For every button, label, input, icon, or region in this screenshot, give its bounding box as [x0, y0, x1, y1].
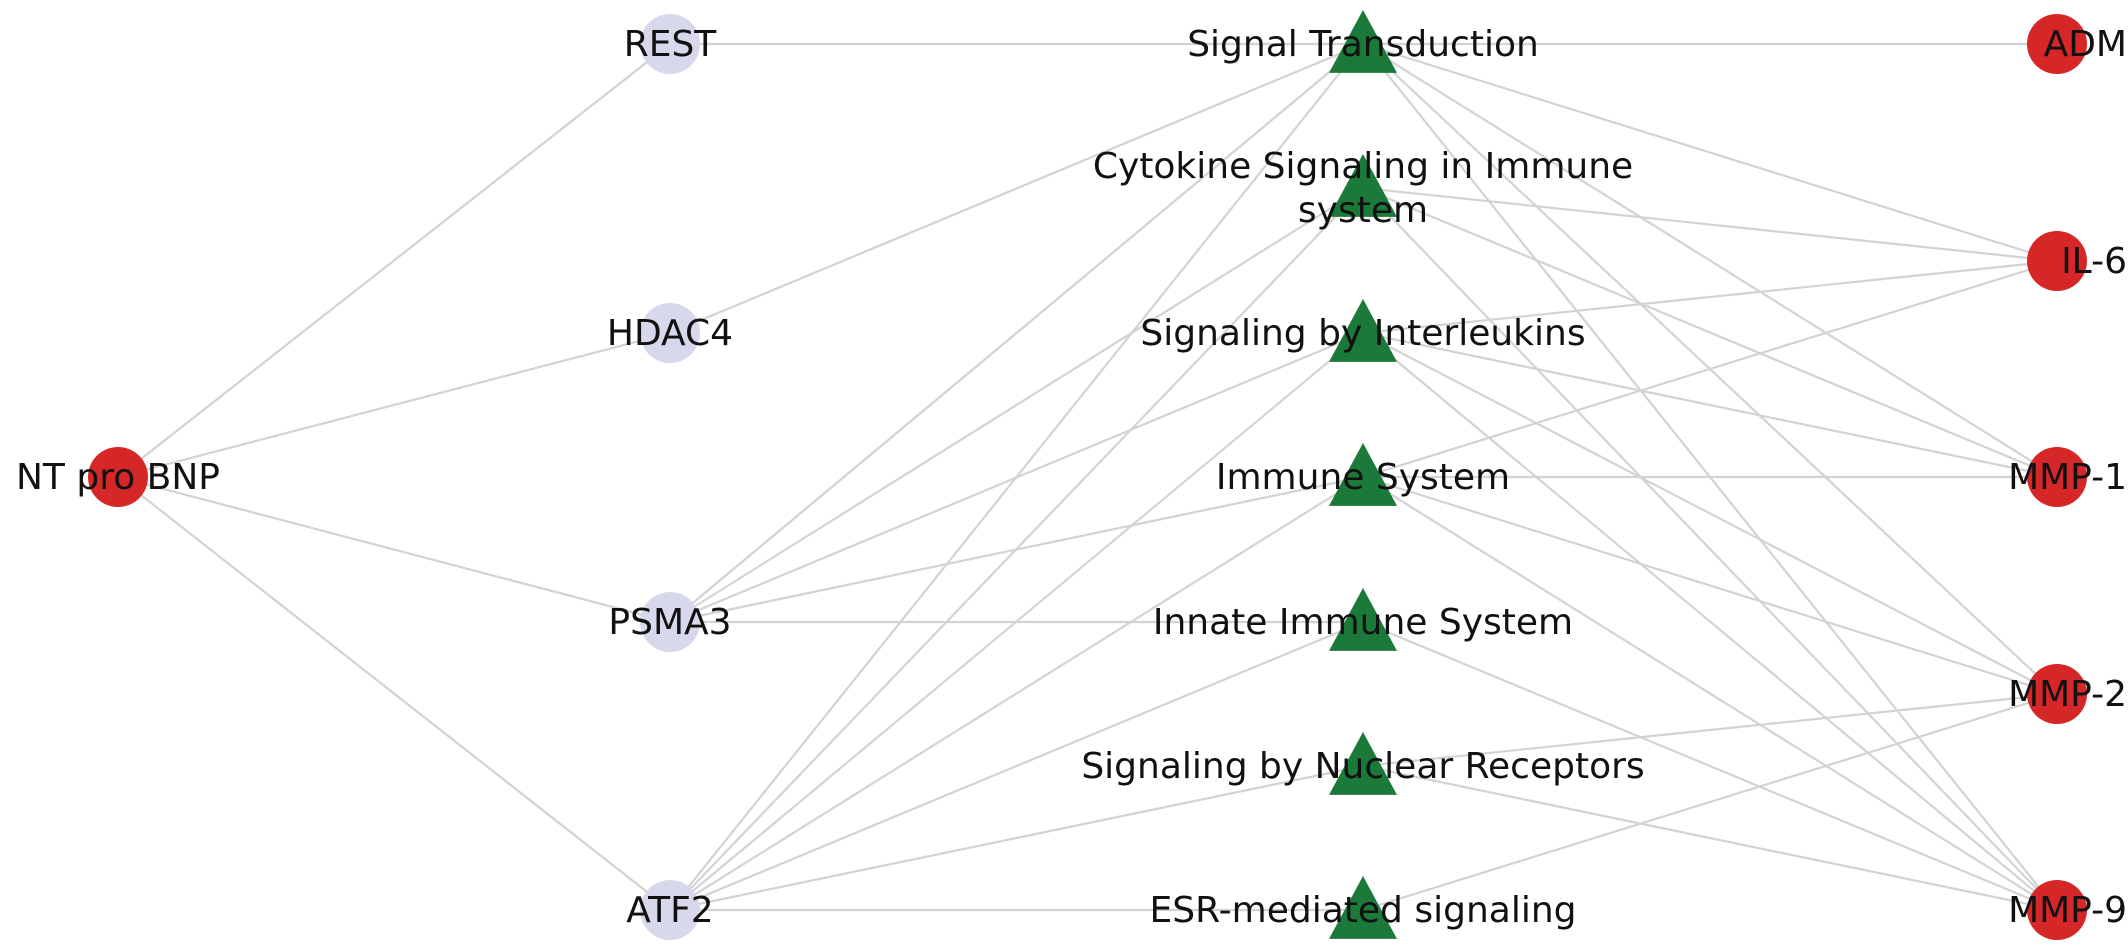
edge-p3-il6: [1362, 259, 2058, 335]
edge-p3-mmp9: [1362, 332, 2058, 911]
label-p4: Immune System: [1216, 457, 1510, 498]
node-p3: [1329, 299, 1397, 362]
label-mmp9: MMP-9: [2008, 890, 2127, 931]
label-il6: IL-6: [2061, 241, 2127, 282]
edge-atf2-p3: [669, 332, 1364, 911]
edge-p2-mmp1: [1362, 186, 2058, 479]
node-ntprobnp: [88, 447, 148, 507]
label-rest: REST: [624, 24, 718, 65]
edge-p3-mmp1: [1362, 331, 2058, 479]
node-mmp1: [2027, 447, 2087, 507]
edge-p6-mmp2: [1362, 692, 2058, 768]
label-p6: Signaling by Nuclear Receptors: [1081, 746, 1644, 787]
label-atf2: ATF2: [626, 890, 713, 931]
edge-p4-mmp9: [1362, 476, 2058, 911]
nodes-layer: [88, 10, 2087, 940]
label-mmp1: MMP-1: [2008, 457, 2127, 498]
edge-p5-mmp9: [1362, 620, 2058, 912]
node-adm: [2027, 14, 2087, 74]
edge-p4-il6: [1362, 259, 2058, 479]
edge-psma3-p2: [669, 187, 1364, 623]
node-p6: [1329, 732, 1397, 795]
edge-ntprobnp-psma3: [117, 475, 671, 624]
label-ntprobnp: NT pro BNP: [16, 457, 220, 498]
edge-ntprobnp-atf2: [117, 476, 671, 911]
node-p2: [1329, 154, 1397, 217]
edge-p3-mmp2: [1362, 332, 2058, 695]
edge-p6-mmp9: [1362, 764, 2058, 912]
edge-p2-il6: [1362, 186, 2058, 263]
label-adm: ADM: [2044, 24, 2127, 65]
edge-psma3-p1: [669, 43, 1364, 623]
node-p1: [1329, 10, 1397, 73]
node-mmp9: [2027, 880, 2087, 940]
label-hdac4: HDAC4: [607, 313, 733, 354]
label-psma3: PSMA3: [608, 602, 731, 643]
label-p3: Signaling by Interleukins: [1140, 313, 1585, 354]
label-p5: Innate Immune System: [1153, 602, 1573, 643]
label-p2-line-1: Cytokine Signaling in Immune: [1093, 146, 1633, 187]
edge-p1-il6: [1362, 42, 2058, 263]
node-psma3: [640, 592, 700, 652]
edge-p1-mmp1: [1362, 43, 2058, 478]
label-mmp2: MMP-2: [2008, 674, 2127, 715]
edge-atf2-p6: [669, 764, 1364, 912]
edge-p4-mmp2: [1362, 475, 2058, 696]
node-p7: [1329, 876, 1397, 939]
edge-atf2-p1: [669, 43, 1364, 911]
label-p1: Signal Transduction: [1187, 24, 1539, 65]
edge-atf2-p4: [669, 476, 1364, 911]
node-atf2: [640, 880, 700, 940]
label-p2-line-2: system: [1298, 190, 1428, 231]
node-rest: [640, 14, 700, 74]
edge-p2-mmp9: [1362, 187, 2058, 911]
node-p4: [1329, 443, 1397, 506]
edge-ntprobnp-rest: [117, 43, 671, 478]
edge-atf2-p5: [669, 620, 1364, 912]
edge-atf2-p2: [669, 187, 1364, 911]
node-mmp2: [2027, 664, 2087, 724]
edge-p7-mmp2: [1362, 692, 2058, 912]
edges-layer: [117, 42, 2058, 912]
node-p5: [1329, 588, 1397, 651]
edge-hdac4-p1: [669, 42, 1364, 335]
label-p7: ESR-mediated signaling: [1150, 890, 1577, 931]
node-il6: [2027, 231, 2087, 291]
node-hdac4: [640, 303, 700, 363]
edge-ntprobnp-hdac4: [117, 331, 671, 479]
